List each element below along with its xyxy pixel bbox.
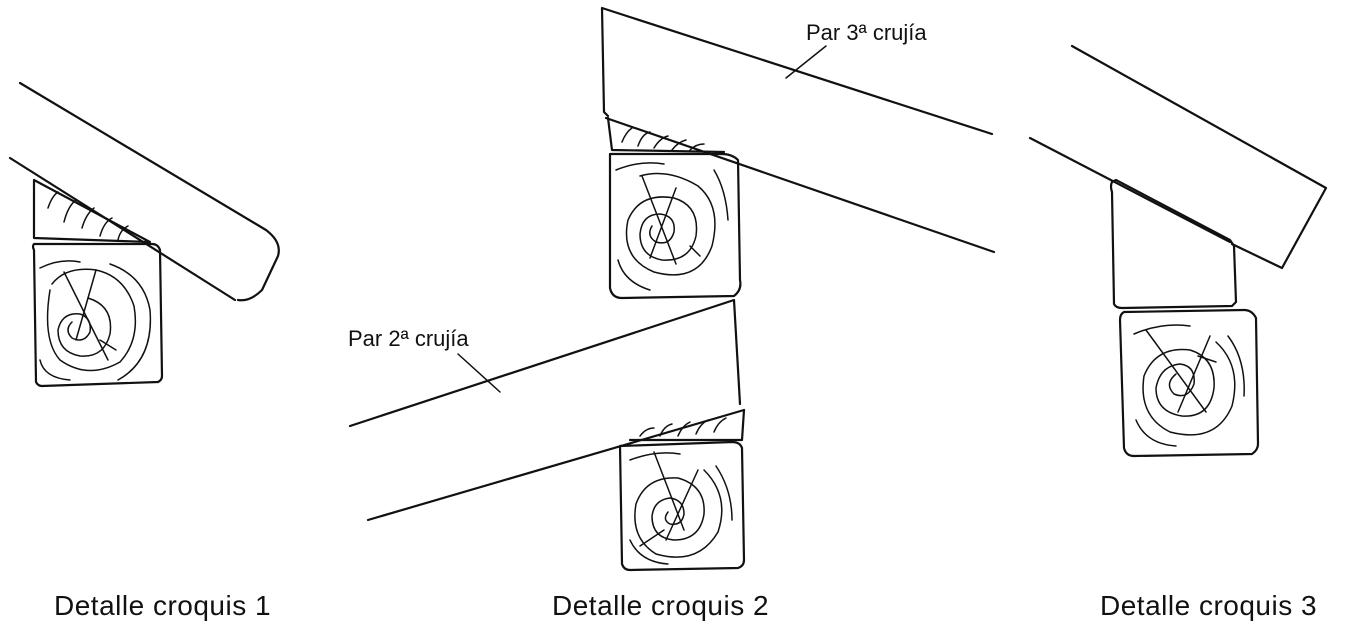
detail-3-drawing bbox=[1028, 44, 1328, 458]
detail-2-drawing bbox=[348, 6, 996, 572]
detail-1-beam-section bbox=[31, 242, 164, 388]
detail-1-checks bbox=[63, 269, 117, 361]
detail-3-rafter bbox=[1028, 44, 1328, 270]
detail-2-upper-wedge-grain bbox=[621, 127, 705, 151]
detail-1-wedge bbox=[32, 178, 152, 244]
detail-1-drawing bbox=[8, 81, 280, 388]
detail-2-lower-wedge-grain bbox=[639, 417, 727, 437]
detail-2-caption: Detalle croquis 2 bbox=[552, 590, 770, 621]
detail-1-wedge-grain bbox=[47, 191, 129, 241]
detail-3-caption: Detalle croquis 3 bbox=[1100, 590, 1318, 621]
detail-1-caption: Detalle croquis 1 bbox=[54, 590, 272, 621]
detail-2-upper-checks bbox=[641, 175, 701, 265]
detail-1-growth-rings bbox=[39, 260, 152, 381]
par-2-leader bbox=[457, 353, 501, 393]
detail-3-beam-section bbox=[1118, 308, 1260, 458]
detail-2-lower-growth-rings bbox=[629, 452, 733, 565]
detail-2-upper-rafter bbox=[600, 6, 996, 254]
detail-3-checks bbox=[1145, 329, 1217, 413]
detail-2-lower-beam-section bbox=[618, 440, 746, 572]
detail-2-upper-wedge bbox=[606, 116, 726, 154]
par-3-label: Par 3ª crujía bbox=[806, 20, 927, 45]
par-3-leader bbox=[785, 45, 827, 79]
detail-3-spacer-block bbox=[1109, 178, 1238, 310]
detail-2-lower-wedge bbox=[628, 408, 746, 442]
par-2-label: Par 2ª crujía bbox=[348, 326, 469, 351]
detail-2-lower-rafter bbox=[348, 298, 746, 522]
detail-2-upper-beam-section bbox=[608, 152, 742, 300]
detail-3-growth-rings bbox=[1133, 324, 1245, 447]
detail-1-rafter bbox=[8, 81, 280, 302]
detail-2-lower-checks bbox=[639, 451, 699, 547]
detail-2-upper-growth-rings bbox=[615, 162, 729, 291]
